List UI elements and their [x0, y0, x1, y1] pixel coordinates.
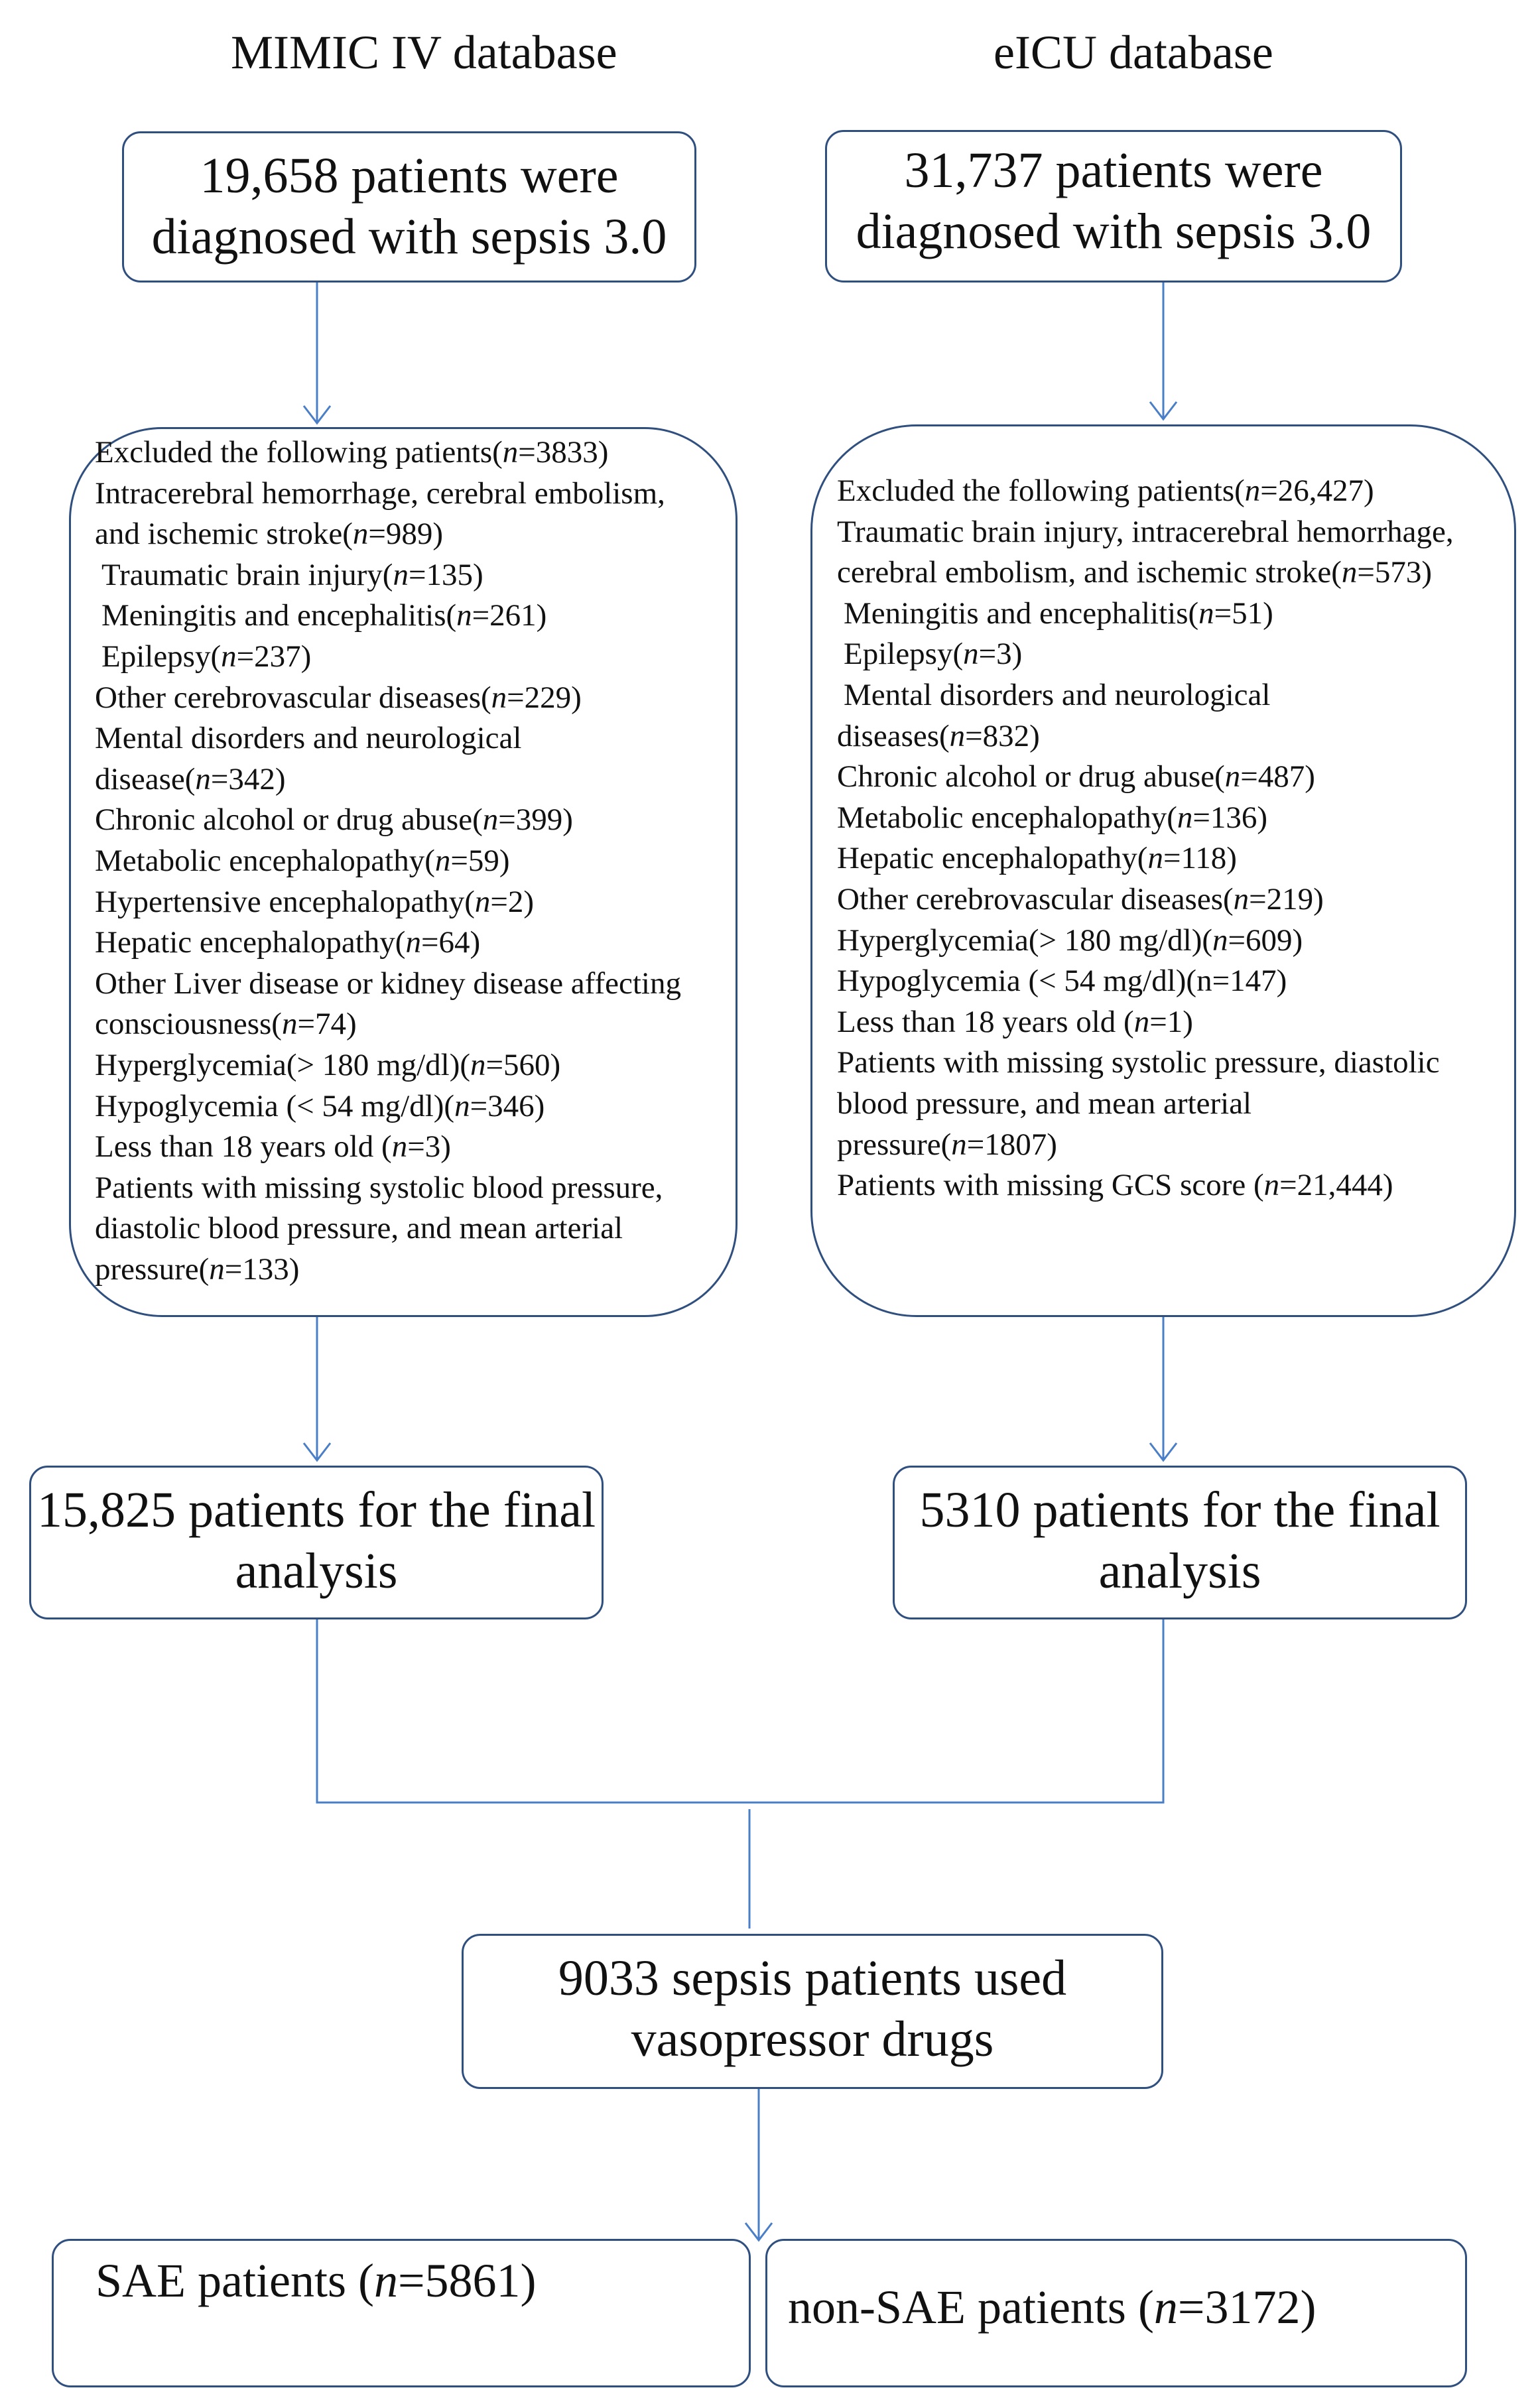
arrowhead-left-1 — [302, 405, 332, 425]
mimic-exclusion-item: Hepatic encephalopathy(n=64) — [95, 925, 481, 960]
mimic-exclusion-item: Chronic alcohol or drug abuse(n=399) — [95, 802, 573, 838]
sae-box — [52, 2239, 751, 2387]
eicu-initial-line1: 31,737 patients were — [904, 143, 1323, 198]
mimic-exclusion-item: Other cerebrovascular diseases(n=229) — [95, 680, 582, 715]
eicu-final-line2: analysis — [1098, 1543, 1261, 1599]
eicu-exclusion-item: Traumatic brain injury, intracerebral he… — [837, 514, 1454, 549]
mimic-exclusion-item: Hypertensive encephalopathy(n=2) — [95, 884, 535, 919]
eicu-final-box: 5310 patients for the final analysis — [893, 1466, 1467, 1619]
mimic-exclusion-list: Excluded the following patients(n=3833) I… — [95, 432, 681, 1290]
mimic-exclusion-item: and ischemic stroke(n=989) — [95, 517, 444, 552]
eicu-exclusion-item: cerebral embolism, and ischemic stroke(n… — [837, 555, 1433, 590]
eicu-exclusion-item: Meningitis and encephalitis(n=51) — [844, 596, 1273, 631]
mimic-initial-line1: 19,658 patients were — [200, 148, 619, 204]
eicu-exclusion-item: Metabolic encephalopathy(n=136) — [837, 800, 1268, 835]
mimic-exclusion-item: Traumatic brain injury(n=135) — [101, 557, 483, 592]
mimic-exclusion-item: Hypoglycemia (< 54 mg/dl)(n=346) — [95, 1088, 545, 1123]
eicu-exclusion-item: Hyperglycemia(> 180 mg/dl)(n=609) — [837, 922, 1303, 958]
eicu-exclusion-item: Epilepsy(n=3) — [844, 637, 1023, 672]
eicu-exclusion-item: Hepatic encephalopathy(n=118) — [837, 841, 1237, 876]
mimic-exclusion-item: Less than 18 years old (n=3) — [95, 1129, 451, 1165]
mimic-exclusion-item: Excluded the following patients(n=3833) — [95, 435, 609, 470]
eicu-initial-line2: diagnosed with sepsis 3.0 — [856, 204, 1372, 259]
mimic-initial-box: 19,658 patients were diagnosed with seps… — [122, 131, 696, 283]
header-mimic: MIMIC IV database — [231, 26, 617, 79]
eicu-exclusion-item: Other cerebrovascular diseases(n=219) — [837, 881, 1324, 917]
eicu-exclusion-item: Chronic alcohol or drug abuse(n=487) — [837, 759, 1315, 794]
mimic-exclusion-item: Intracerebral hemorrhage, cerebral embol… — [95, 475, 665, 511]
mimic-exclusion-item: Mental disorders and neurological — [95, 721, 522, 756]
eicu-exclusion-box — [810, 424, 1516, 1317]
mimic-exclusion-item: Meningitis and encephalitis(n=261) — [101, 598, 547, 633]
combined-box: 9033 sepsis patients used vasopressor dr… — [462, 1934, 1163, 2089]
eicu-exclusion-item: pressure(n=1807) — [837, 1127, 1057, 1162]
mimic-exclusion-item: disease(n=342) — [95, 761, 286, 796]
eicu-exclusion-item: Excluded the following patients(n=26,427… — [837, 474, 1374, 508]
mimic-exclusion-item: Other Liver disease or kidney disease af… — [95, 966, 681, 1001]
mimic-initial-line2: diagnosed with sepsis 3.0 — [151, 209, 667, 265]
combined-line1: 9033 sepsis patients used — [558, 1950, 1067, 2006]
eicu-initial-box: 31,737 patients were diagnosed with seps… — [825, 130, 1402, 283]
eicu-exclusion-item: diseases(n=832) — [837, 718, 1040, 753]
mimic-exclusion-item: Epilepsy(n=237) — [101, 639, 312, 674]
mimic-exclusion-item: consciousness(n=74) — [95, 1007, 357, 1042]
eicu-exclusion-item: Patients with missing GCS score (n=21,44… — [837, 1168, 1393, 1203]
mimic-exclusion-item: pressure(n=133) — [95, 1251, 300, 1287]
combined-line2: vasopressor drugs — [631, 2011, 994, 2067]
mimic-exclusion-item: Metabolic encephalopathy(n=59) — [95, 843, 510, 878]
mimic-exclusion-item: Hyperglycemia(> 180 mg/dl)(n=560) — [95, 1047, 561, 1082]
non-sae-box — [765, 2239, 1467, 2387]
eicu-exclusion-item: Less than 18 years old (n=1) — [837, 1004, 1193, 1039]
eicu-final-line1: 5310 patients for the final — [919, 1482, 1441, 1538]
eicu-exclusion-item: Mental disorders and neurological — [844, 677, 1271, 712]
eicu-exclusion-item: Hypoglycemia (< 54 mg/dl)(n=147) — [837, 964, 1287, 999]
eicu-exclusion-list: Excluded the following patients(n=26,427… — [837, 471, 1454, 1206]
non-sae-label: non-SAE patients (n=3172) — [788, 2281, 1316, 2334]
header-eicu: eICU database — [994, 26, 1273, 79]
mimic-exclusion-item: diastolic blood pressure, and mean arter… — [95, 1211, 623, 1246]
mimic-final-box: 15,825 patients for the final analysis — [29, 1466, 604, 1619]
eicu-exclusion-item: blood pressure, and mean arterial — [837, 1086, 1252, 1121]
mimic-exclusion-box — [69, 427, 738, 1317]
mimic-final-line2: analysis — [235, 1543, 398, 1599]
eicu-exclusion-item: Patients with missing systolic pressure,… — [837, 1045, 1440, 1080]
mimic-exclusion-item: Patients with missing systolic blood pre… — [95, 1170, 663, 1205]
mimic-final-line1: 15,825 patients for the final — [36, 1482, 596, 1538]
sae-label: SAE patients (n=5861) — [96, 2254, 537, 2307]
